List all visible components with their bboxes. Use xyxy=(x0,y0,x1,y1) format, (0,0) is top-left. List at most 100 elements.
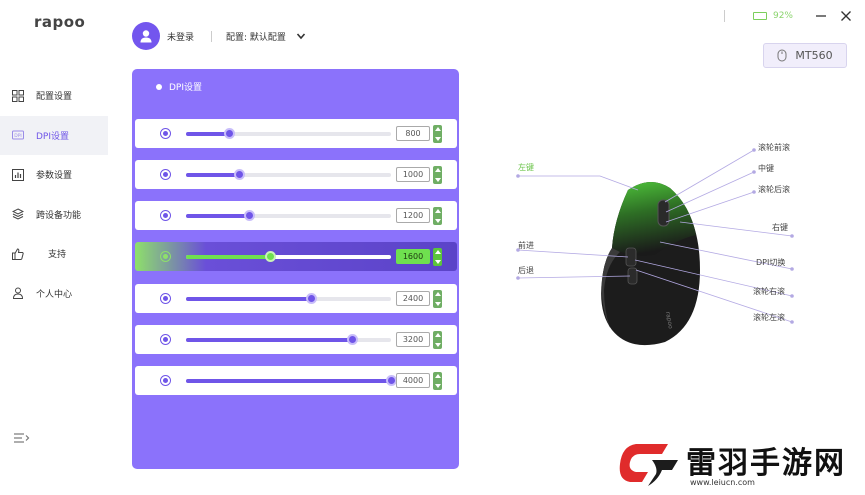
dpi-level-radio[interactable] xyxy=(160,375,171,386)
dpi-panel-title-text: DPI设置 xyxy=(169,83,203,93)
dpi-stepper[interactable] xyxy=(433,207,442,225)
login-status[interactable]: 未登录 xyxy=(167,32,195,43)
dpi-level-row[interactable]: 2400 xyxy=(135,284,457,313)
callout-dots xyxy=(516,148,794,324)
mouse-icon xyxy=(777,49,787,62)
sidebar-nav: 配置设置 DPI DPI设置 参数设置 跨设备功能 支持 xyxy=(0,76,108,313)
mouse-side-grip xyxy=(601,248,620,328)
dpi-settings-panel: DPI设置 800 1000 1200 1600 2400 3200 4000 xyxy=(132,69,459,469)
dpi-level-radio[interactable] xyxy=(160,169,171,180)
stepper-up-icon[interactable] xyxy=(434,250,441,254)
dpi-stepper[interactable] xyxy=(433,166,442,184)
stepper-down-icon[interactable] xyxy=(434,384,441,388)
label-scroll-back: 滚轮后滚 xyxy=(758,185,790,194)
dpi-slider-handle[interactable] xyxy=(233,169,245,180)
dpi-slider[interactable] xyxy=(186,128,391,139)
dpi-value-field[interactable]: 2400 xyxy=(396,291,430,306)
stepper-down-icon[interactable] xyxy=(434,137,441,141)
dpi-slider[interactable] xyxy=(186,251,391,262)
config-selector-label[interactable]: 配置: 默认配置 xyxy=(226,32,286,43)
stepper-down-icon[interactable] xyxy=(434,219,441,223)
chart-icon xyxy=(11,168,24,181)
person-icon xyxy=(11,287,24,300)
svg-text:DPI: DPI xyxy=(14,133,22,139)
dpi-slider-handle[interactable] xyxy=(223,128,235,139)
chevron-down-icon[interactable] xyxy=(296,31,306,41)
minimize-button[interactable] xyxy=(815,10,827,22)
dpi-slider-handle[interactable] xyxy=(305,293,317,304)
dpi-slider[interactable] xyxy=(186,334,391,345)
battery-icon xyxy=(752,12,767,20)
watermark-brand: 雷羽手游网 xyxy=(686,446,846,481)
dpi-value-field[interactable]: 1600 xyxy=(396,249,430,264)
dpi-level-row[interactable]: 1600 xyxy=(135,242,457,271)
dpi-slider[interactable] xyxy=(186,375,397,386)
close-button[interactable] xyxy=(840,10,852,22)
dpi-icon: DPI xyxy=(11,129,24,142)
dpi-level-row[interactable]: 1200 xyxy=(135,201,457,230)
stepper-up-icon[interactable] xyxy=(434,333,441,337)
window-divider xyxy=(723,10,725,22)
grid-icon xyxy=(11,89,24,102)
sidebar-item-params[interactable]: 参数设置 xyxy=(0,155,108,195)
collapse-menu-icon[interactable] xyxy=(13,431,31,445)
stepper-up-icon[interactable] xyxy=(434,374,441,378)
label-dpi-switch: DPI切换 xyxy=(756,258,786,267)
title-dot-icon xyxy=(156,83,162,90)
dpi-stepper[interactable] xyxy=(433,125,442,143)
dpi-level-row[interactable]: 4000 xyxy=(135,366,457,395)
watermark-logo-icon xyxy=(619,444,678,486)
dpi-slider-handle[interactable] xyxy=(244,210,256,221)
stepper-up-icon[interactable] xyxy=(434,292,441,296)
dpi-level-radio[interactable] xyxy=(160,293,171,304)
label-left-key: 左键 xyxy=(518,163,534,172)
dpi-value-field[interactable]: 1000 xyxy=(396,167,430,182)
dpi-slider-fill xyxy=(186,255,271,259)
stepper-down-icon[interactable] xyxy=(434,260,441,264)
battery-percentage: 92% xyxy=(772,11,793,21)
sidebar-item-dpi[interactable]: DPI DPI设置 xyxy=(0,115,108,155)
dpi-value-field[interactable]: 800 xyxy=(396,126,430,141)
sidebar-item-label: 参数设置 xyxy=(36,171,73,182)
dpi-slider-handle[interactable] xyxy=(346,334,358,345)
sidebar-item-support[interactable]: 支持 xyxy=(0,234,108,274)
stepper-up-icon[interactable] xyxy=(434,209,441,213)
sidebar-item-label: DPI设置 xyxy=(36,131,70,142)
dpi-slider[interactable] xyxy=(186,169,391,180)
stepper-down-icon[interactable] xyxy=(434,302,441,306)
dpi-stepper[interactable] xyxy=(433,248,442,266)
stepper-down-icon[interactable] xyxy=(434,343,441,347)
dpi-value-field[interactable]: 3200 xyxy=(396,332,430,347)
dpi-slider[interactable] xyxy=(186,210,391,221)
dpi-level-radio[interactable] xyxy=(160,334,171,345)
device-badge[interactable]: MT560 xyxy=(763,43,847,68)
label-forward: 前进 xyxy=(518,241,534,250)
dpi-slider-handle[interactable] xyxy=(385,375,397,386)
sidebar-item-config[interactable]: 配置设置 xyxy=(0,76,108,116)
stepper-down-icon[interactable] xyxy=(434,178,441,182)
dpi-slider-fill xyxy=(186,214,250,218)
dpi-slider[interactable] xyxy=(186,293,391,304)
dpi-level-row[interactable]: 3200 xyxy=(135,325,457,354)
dpi-level-radio[interactable] xyxy=(160,251,171,262)
dpi-level-radio[interactable] xyxy=(160,128,171,139)
sidebar-item-label: 跨设备功能 xyxy=(36,210,82,221)
sidebar-item-cross-device[interactable]: 跨设备功能 xyxy=(0,195,108,235)
mouse-brand-text: rapoo xyxy=(664,311,674,330)
dpi-stepper[interactable] xyxy=(433,372,442,390)
dpi-stepper[interactable] xyxy=(433,290,442,308)
stepper-up-icon[interactable] xyxy=(434,168,441,172)
sidebar-item-profile[interactable]: 个人中心 xyxy=(0,274,108,314)
dpi-slider-handle[interactable] xyxy=(264,251,276,262)
dpi-value-field[interactable]: 1200 xyxy=(396,208,430,223)
dpi-value-field[interactable]: 4000 xyxy=(396,373,430,388)
dpi-level-row[interactable]: 800 xyxy=(135,119,457,148)
dpi-slider-fill xyxy=(186,297,312,301)
avatar[interactable] xyxy=(132,22,160,50)
stepper-up-icon[interactable] xyxy=(434,127,441,131)
dpi-level-row[interactable]: 1000 xyxy=(135,160,457,189)
dpi-stepper[interactable] xyxy=(433,331,442,349)
mouse-illustration: rapoo xyxy=(516,148,794,346)
dpi-level-radio[interactable] xyxy=(160,210,171,221)
